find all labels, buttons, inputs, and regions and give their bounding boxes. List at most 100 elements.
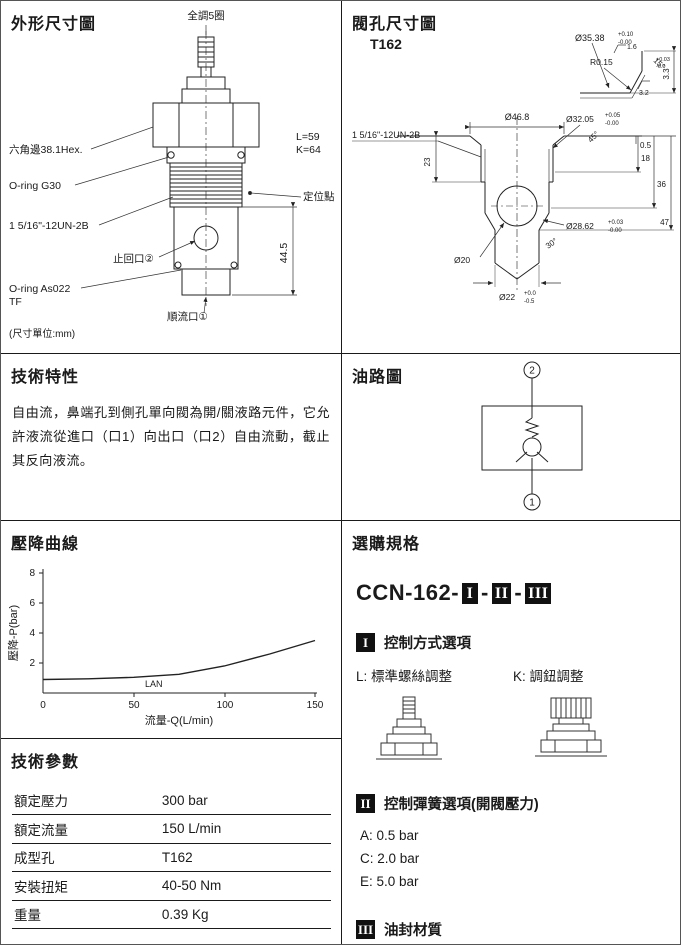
section-2-heading: II 控制彈簧選項(開閥壓力) xyxy=(356,793,670,814)
panel-cavity-dimensions: 閥孔尺寸圖 T162 xyxy=(342,1,680,354)
label-dim-23: 23 xyxy=(423,157,432,166)
chart-axes xyxy=(39,569,317,697)
label-adjust-turns: 全調5圈 xyxy=(187,9,224,22)
option-knob-adjust: K: 調鈕調整 xyxy=(513,665,670,767)
panel-pressure-drop-curve: 壓降曲線 2 4 6 8 0 50 xyxy=(1,521,342,739)
cavity-model-code: T162 xyxy=(370,36,402,52)
panel-outline-dimensions: 外形尺寸圖 xyxy=(1,1,342,354)
circuit-symbol-drawing: 2 1 xyxy=(481,361,583,511)
param-value: 0.39 Kg xyxy=(161,900,331,929)
circuit-port-2-label: 2 xyxy=(529,366,535,377)
label-dim-33: 3.3 xyxy=(662,68,671,80)
dimension-leader-lines xyxy=(74,25,302,314)
model-code-box-2: II xyxy=(491,582,512,604)
spring-option-e: E: 5.0 bar xyxy=(360,874,419,889)
label-cavity-thread: 1 5/16"-12UN-2B xyxy=(352,130,420,140)
cavity-drawing: T162 xyxy=(352,32,677,305)
x-tick-0: 0 xyxy=(40,700,46,711)
label-dia-22: Ø22 xyxy=(499,292,515,302)
x-axis-label: 流量-Q(L/min) xyxy=(145,713,213,727)
table-row: 額定流量 150 L/min xyxy=(12,814,331,844)
label-dia-468: Ø46.8 xyxy=(505,112,530,122)
section-2-title: 控制彈簧選項(開閥壓力) xyxy=(384,797,539,813)
model-separator: - xyxy=(514,580,523,605)
y-tick-6: 6 xyxy=(29,598,35,609)
panel-ordering-information: 選購規格 CCN-162-I-II-III I 控制方式選項 L: 標準螺絲調整 xyxy=(342,521,680,944)
model-code: CCN-162-I-II-III xyxy=(356,580,670,606)
y-axis-label: 壓降-P(bar) xyxy=(6,605,20,661)
label-locating-point: 定位點 xyxy=(303,190,335,203)
label-angle-45: 45° xyxy=(586,129,601,144)
label-dia-3538-tol-lo: -0.00 xyxy=(618,40,632,46)
control-options: L: 標準螺絲調整 xyxy=(356,665,670,767)
option-knob-label: K: 調鈕調整 xyxy=(513,669,584,684)
label-dia-3538-tol-hi: +0.10 xyxy=(618,32,634,38)
label-dia-22-tol-hi: +0.0 xyxy=(524,291,537,297)
y-tick-2: 2 xyxy=(29,658,35,669)
valve-outline-drawing: 全調5圈 L=59 K=64 六角邊38.1Hex. O-ring G30 1 … xyxy=(9,9,335,340)
valve-body-outline xyxy=(152,31,260,306)
parameters-table: 額定壓力 300 bar 額定流量 150 L/min 成型孔 T162 安裝扭… xyxy=(12,786,331,929)
cavity-panel-title: 閥孔尺寸圖 xyxy=(352,16,438,33)
param-value: T162 xyxy=(161,843,331,872)
pressure-drop-curve-line xyxy=(42,639,316,681)
features-panel-title: 技術特性 xyxy=(11,369,80,386)
option-screw-label: L: 標準螺絲調整 xyxy=(356,669,453,684)
label-angle-30: 30° xyxy=(544,236,559,250)
label-dia-3205-tol-lo: -0.00 xyxy=(605,121,619,127)
x-tick-150: 150 xyxy=(307,700,324,711)
label-length-k: K=64 xyxy=(296,144,321,156)
x-tick-50: 50 xyxy=(128,700,140,711)
label-finish-16: 1.6 xyxy=(627,44,637,51)
label-dim-18: 18 xyxy=(641,154,650,163)
knob-adjust-icon xyxy=(535,697,607,757)
label-dia-2862: Ø28.62 xyxy=(566,221,594,231)
option-screw-adjust: L: 標準螺絲調整 xyxy=(356,665,513,767)
label-finish-32: 3.2 xyxy=(639,90,649,97)
section-2-number-badge: II xyxy=(356,794,375,813)
label-dia-3205: Ø32.05 xyxy=(566,114,594,124)
param-value: 150 L/min xyxy=(161,814,331,844)
spring-options: A: 0.5 bar C: 2.0 bar E: 5.0 bar xyxy=(356,824,670,893)
y-tick-4: 4 xyxy=(29,628,35,639)
panel-hydraulic-circuit: 油路圖 2 1 xyxy=(342,354,680,521)
cavity-dimension-lines xyxy=(352,42,677,287)
ordering-panel-title: 選購規格 xyxy=(352,536,421,553)
label-length-l: L=59 xyxy=(296,131,320,143)
ordering-body: CCN-162-I-II-III I 控制方式選項 L: 標準螺絲調整 xyxy=(342,554,680,944)
outline-labels: 全調5圈 L=59 K=64 六角邊38.1Hex. O-ring G30 1 … xyxy=(9,9,335,340)
label-oring-top: O-ring G30 xyxy=(9,180,61,192)
params-panel-title: 技術參數 xyxy=(11,754,80,771)
x-tick-100: 100 xyxy=(217,700,234,711)
y-tick-8: 8 xyxy=(29,568,35,579)
label-dim-33-tol-hi: +0.03 xyxy=(656,57,670,63)
circuit-port-1-label: 1 xyxy=(529,498,535,509)
model-separator: - xyxy=(481,580,489,605)
table-row: 成型孔 T162 xyxy=(12,843,331,872)
label-radius: R0.15 xyxy=(590,57,613,67)
label-dia-2862-tol-hi: +0.03 xyxy=(608,220,624,226)
label-hex-flat: 六角邊38.1Hex. xyxy=(9,143,83,156)
section-3-title: 油封材質 xyxy=(384,923,442,939)
label-flow-port: 順流口① xyxy=(167,310,208,323)
model-code-box-1: I xyxy=(462,582,479,604)
chart-tick-labels: 2 4 6 8 0 50 100 150 xyxy=(29,568,323,711)
features-body-text: 自由流，鼻端孔到側孔單向閥為開/關液路元件，它允許液流從進口（口1）向出口（口2… xyxy=(12,405,330,468)
chart-svg: 2 4 6 8 0 50 100 150 LAN 流量-Q(L/min) 壓降-… xyxy=(6,568,324,727)
circuit-panel-title: 油路圖 xyxy=(352,369,404,386)
label-dia-3538: Ø35.38 xyxy=(575,33,605,43)
label-oring-bottom-2: TF xyxy=(9,296,22,308)
param-label: 成型孔 xyxy=(12,843,162,872)
section-1-heading: I 控制方式選項 xyxy=(356,632,670,653)
panel-technical-parameters: 技術參數 額定壓力 300 bar 額定流量 150 L/min 成型孔 T16… xyxy=(1,739,342,944)
label-dia-3205-tol-hi: +0.05 xyxy=(605,113,621,119)
param-label: 重量 xyxy=(12,900,162,929)
table-row: 安裝扭矩 40-50 Nm xyxy=(12,871,331,901)
label-dia-2862-tol-lo: -0.00 xyxy=(608,228,622,234)
outline-panel-title: 外形尺寸圖 xyxy=(11,16,97,33)
param-label: 安裝扭矩 xyxy=(12,871,162,901)
cavity-outline xyxy=(397,51,646,293)
pressure-drop-chart: 2 4 6 8 0 50 100 150 LAN 流量-Q(L/min) 壓降-… xyxy=(5,555,337,740)
cavity-labels: Ø35.38 +0.10 -0.00 15° R0.15 1.6 3.2 3.3… xyxy=(352,32,671,305)
section-3-heading: III 油封材質 xyxy=(356,919,670,940)
